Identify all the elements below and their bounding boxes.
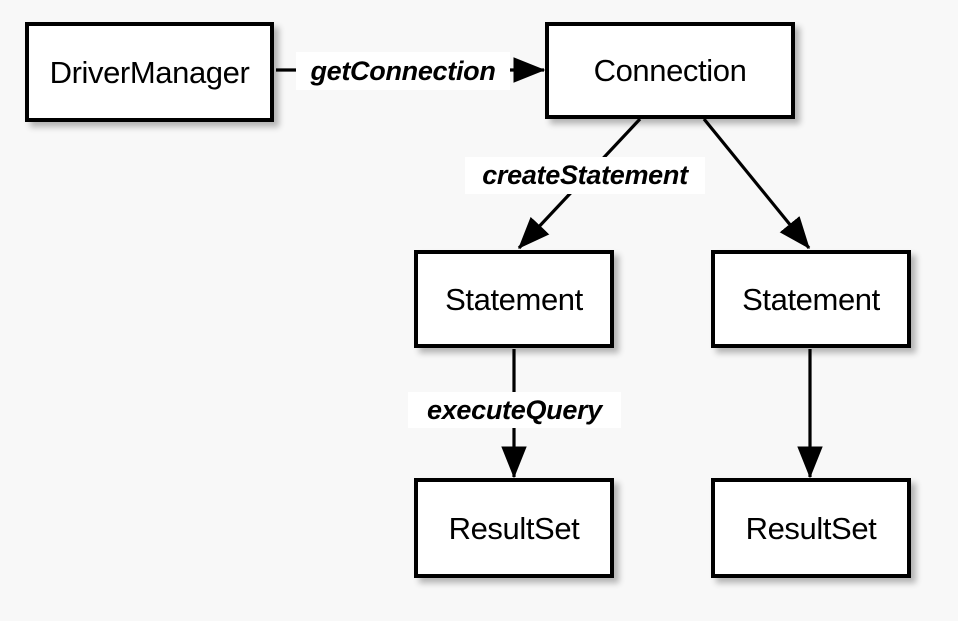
edge-label-execute-query-text: executeQuery (427, 394, 602, 425)
node-label-statement-left: Statement (445, 281, 583, 317)
edge-label-create-statement: createStatement (465, 157, 705, 194)
edge-label-execute-query: executeQuery (408, 392, 621, 428)
node-driver-manager[interactable]: DriverManager (25, 22, 274, 122)
node-label-connection: Connection (593, 53, 747, 88)
node-resultset-left[interactable]: ResultSet (414, 478, 614, 578)
node-resultset-right[interactable]: ResultSet (711, 478, 911, 578)
node-statement-right[interactable]: Statement (711, 250, 911, 348)
node-label-resultset-right: ResultSet (745, 510, 877, 546)
node-label-driver-manager: DriverManager (49, 54, 250, 90)
edge-label-get-connection: getConnection (296, 52, 510, 90)
node-label-statement-right: Statement (742, 281, 880, 317)
node-statement-left[interactable]: Statement (414, 250, 614, 348)
edge-label-create-statement-text: createStatement (482, 160, 688, 190)
edge-label-get-connection-text: getConnection (310, 55, 496, 86)
node-label-resultset-left: ResultSet (448, 510, 580, 546)
edge-create-statement-right-line (702, 117, 811, 250)
node-connection[interactable]: Connection (545, 22, 795, 119)
